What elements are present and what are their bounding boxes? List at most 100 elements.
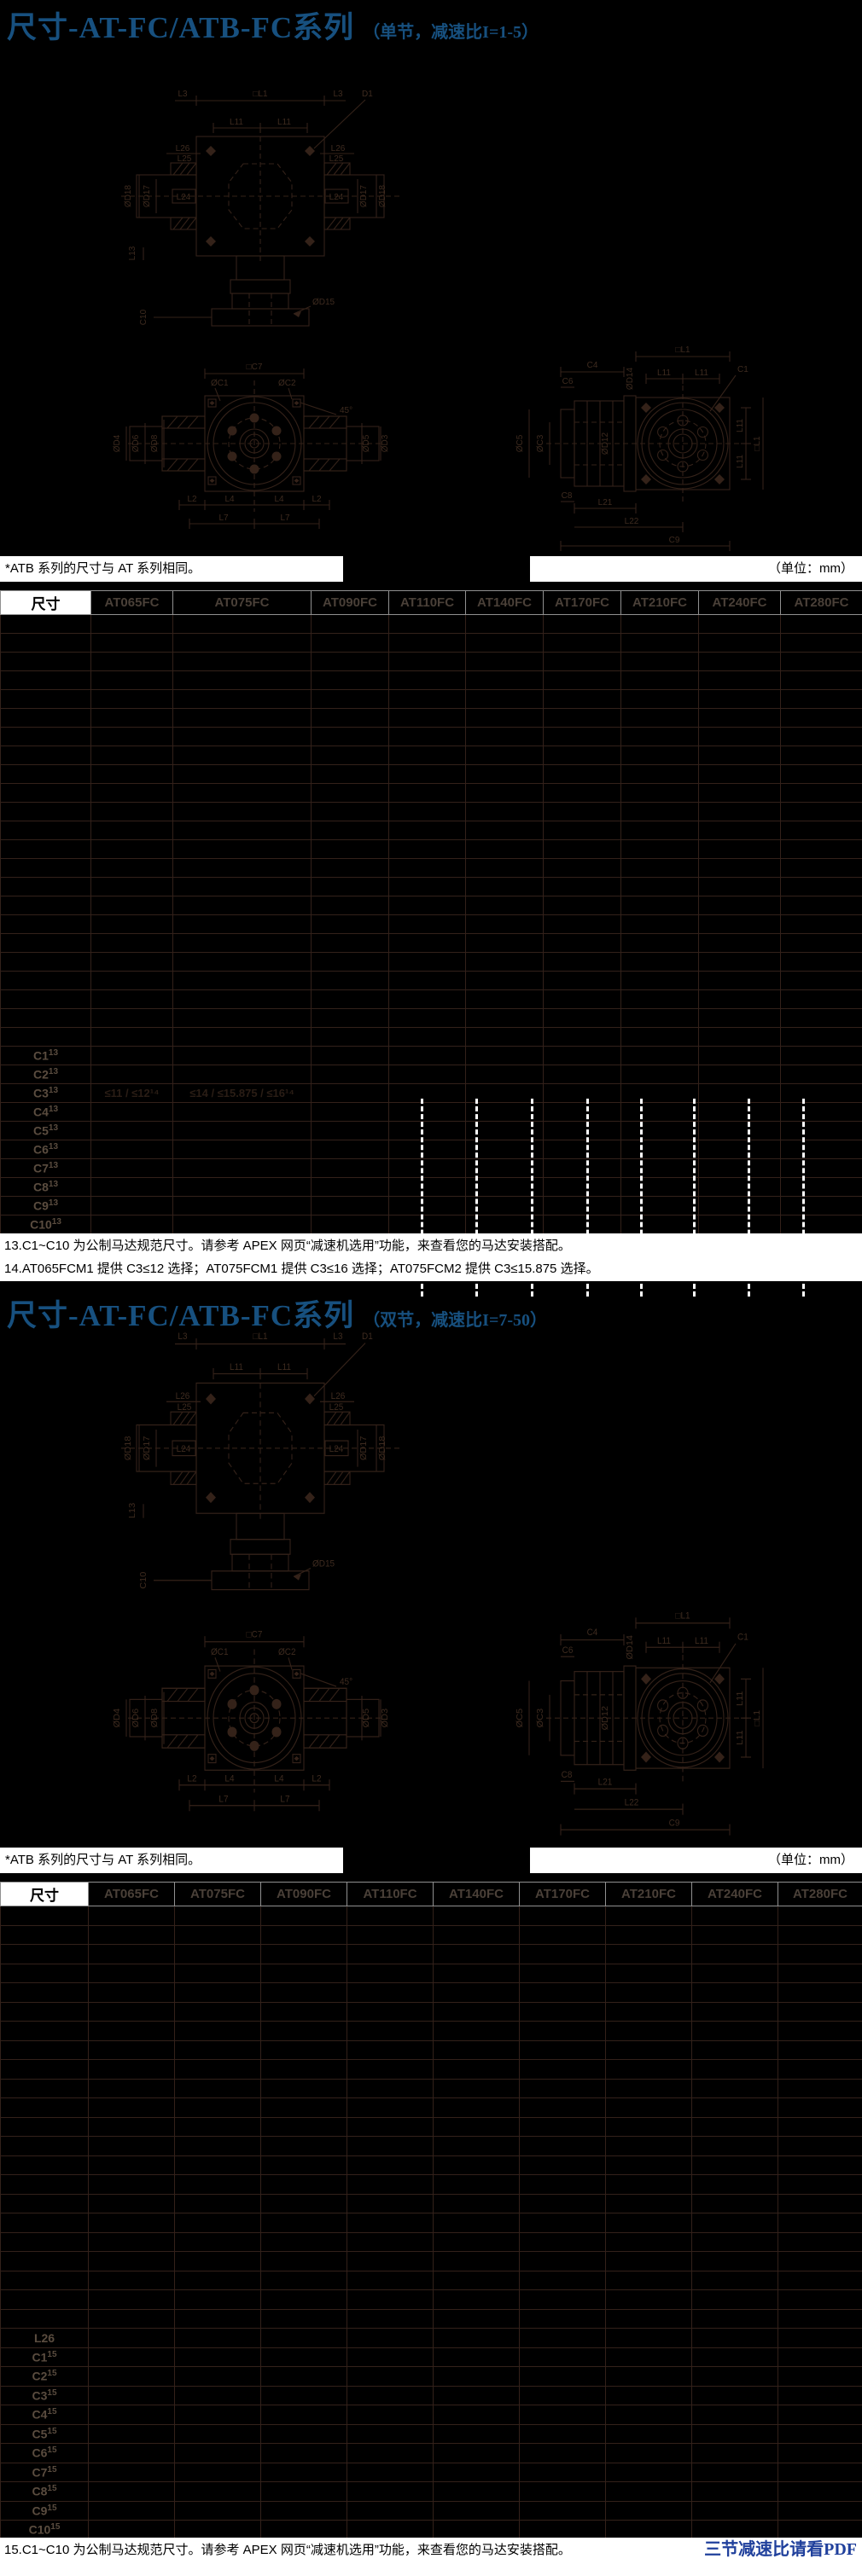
dim-cell: [347, 2500, 434, 2521]
row-label: [0, 952, 91, 972]
table-row: [0, 839, 862, 859]
dim-cell: [260, 2270, 347, 2290]
dim-cell: [519, 2039, 606, 2060]
dim-cell: [388, 1046, 466, 1065]
dim-cell: [88, 2481, 175, 2502]
dim-label: □C7: [247, 363, 263, 372]
row-label: C615: [0, 2443, 89, 2463]
row-label: [0, 914, 91, 934]
dim-cell: [465, 1158, 544, 1178]
dim-label: C9: [669, 536, 680, 545]
dim-cell: [388, 821, 466, 840]
table-row: [0, 652, 862, 671]
page-subtitle: （单节，减速比I=1-5）: [363, 23, 539, 42]
dim-label: □C7: [247, 1630, 263, 1639]
dim-cell: [698, 1215, 781, 1234]
dim-cell: [260, 2155, 347, 2175]
dim-cell: [90, 1065, 173, 1084]
dim-cell: [174, 2347, 261, 2367]
technical-drawings: □L1 L3 L3 D1 L11 L11 L24 L26 L25 L24 L26: [0, 1327, 862, 1839]
dim-cell: [388, 896, 466, 915]
dim-cell: [620, 914, 699, 934]
dim-cell: [433, 2097, 520, 2118]
dim-cell: [347, 2059, 434, 2080]
dim-cell: [172, 839, 312, 859]
dim-cell: [519, 2174, 606, 2195]
dim-cell: [433, 2021, 520, 2041]
dim-cell: [605, 2116, 692, 2137]
dim-cell: [88, 2078, 175, 2098]
dim-cell: [691, 2231, 778, 2252]
dim-cell: [519, 1982, 606, 2003]
dim-cell: [260, 2520, 347, 2540]
dim-cell: [174, 1963, 261, 1983]
dim-cell: [620, 652, 699, 671]
dim-cell: [519, 2405, 606, 2425]
dim-cell: [605, 1963, 692, 1983]
dim-cell: [519, 2001, 606, 2022]
table-row: C413: [0, 1102, 862, 1122]
dim-cell: [698, 614, 781, 634]
dim-cell: [347, 2001, 434, 2022]
dim-cell: [260, 2500, 347, 2521]
dim-cell: [605, 2097, 692, 2118]
dim-cell: ≤11 / ≤12¹⁴: [90, 1083, 173, 1103]
dim-cell: [388, 989, 466, 1009]
dim-cell: [605, 2193, 692, 2213]
dim-label: L3: [333, 90, 343, 99]
dim-cell: [543, 1046, 621, 1065]
dim-cell: [465, 933, 544, 953]
dim-cell: [90, 1121, 173, 1140]
dim-label: C10: [139, 309, 149, 325]
dim-cell: [174, 2231, 261, 2252]
dim-cell: [778, 2213, 862, 2233]
dim-cell: [311, 858, 389, 878]
dim-cell: [174, 2078, 261, 2098]
dim-cell: [465, 802, 544, 821]
dim-cell: [88, 2347, 175, 2367]
dim-cell: [174, 2385, 261, 2405]
dim-cell: [620, 1102, 699, 1122]
table-row: [0, 2039, 862, 2060]
dim-cell: [433, 2462, 520, 2482]
dim-cell: [311, 689, 389, 709]
dim-cell: [347, 2289, 434, 2310]
dim-cell: [172, 670, 312, 690]
dim-cell: [311, 1177, 389, 1197]
row-label: [0, 2289, 89, 2310]
table-row: [0, 989, 862, 1009]
dim-cell: [691, 2328, 778, 2348]
row-label: C313: [0, 1083, 91, 1103]
footnote: 14.AT065FCM1 提供 C3≤12 选择；AT075FCM1 提供 C3…: [4, 1262, 599, 1276]
dim-cell: [465, 1027, 544, 1047]
dim-cell: [519, 1906, 606, 1926]
three-stage-pdf-link[interactable]: 三节减速比请看PDF: [704, 2540, 857, 2559]
dim-cell: [519, 1963, 606, 1983]
dim-cell: [519, 2021, 606, 2041]
dim-cell: [778, 2289, 862, 2310]
dim-cell: [90, 971, 173, 990]
dim-cell: [388, 764, 466, 784]
dim-cell: [347, 2270, 434, 2290]
table-row: C113: [0, 1046, 862, 1065]
dim-cell: [519, 2251, 606, 2271]
dim-cell: [347, 2443, 434, 2463]
dim-cell: [543, 1177, 621, 1197]
dim-cell: [90, 858, 173, 878]
dim-cell: [543, 708, 621, 728]
dim-label: ØC3: [536, 434, 545, 452]
dim-label: L11: [657, 1637, 671, 1646]
dim-cell: [172, 989, 312, 1009]
dim-cell: [543, 652, 621, 671]
row-label: [0, 1906, 89, 1926]
dim-cell: [172, 1046, 312, 1065]
dim-cell: [347, 2423, 434, 2444]
dim-cell: [433, 2500, 520, 2521]
dim-label: ØC1: [211, 379, 229, 388]
dim-cell: [260, 2443, 347, 2463]
dim-cell: [388, 633, 466, 653]
dim-cell: [620, 952, 699, 972]
row-label: [0, 633, 91, 653]
row-label: [0, 877, 91, 896]
dim-cell: [88, 2289, 175, 2310]
